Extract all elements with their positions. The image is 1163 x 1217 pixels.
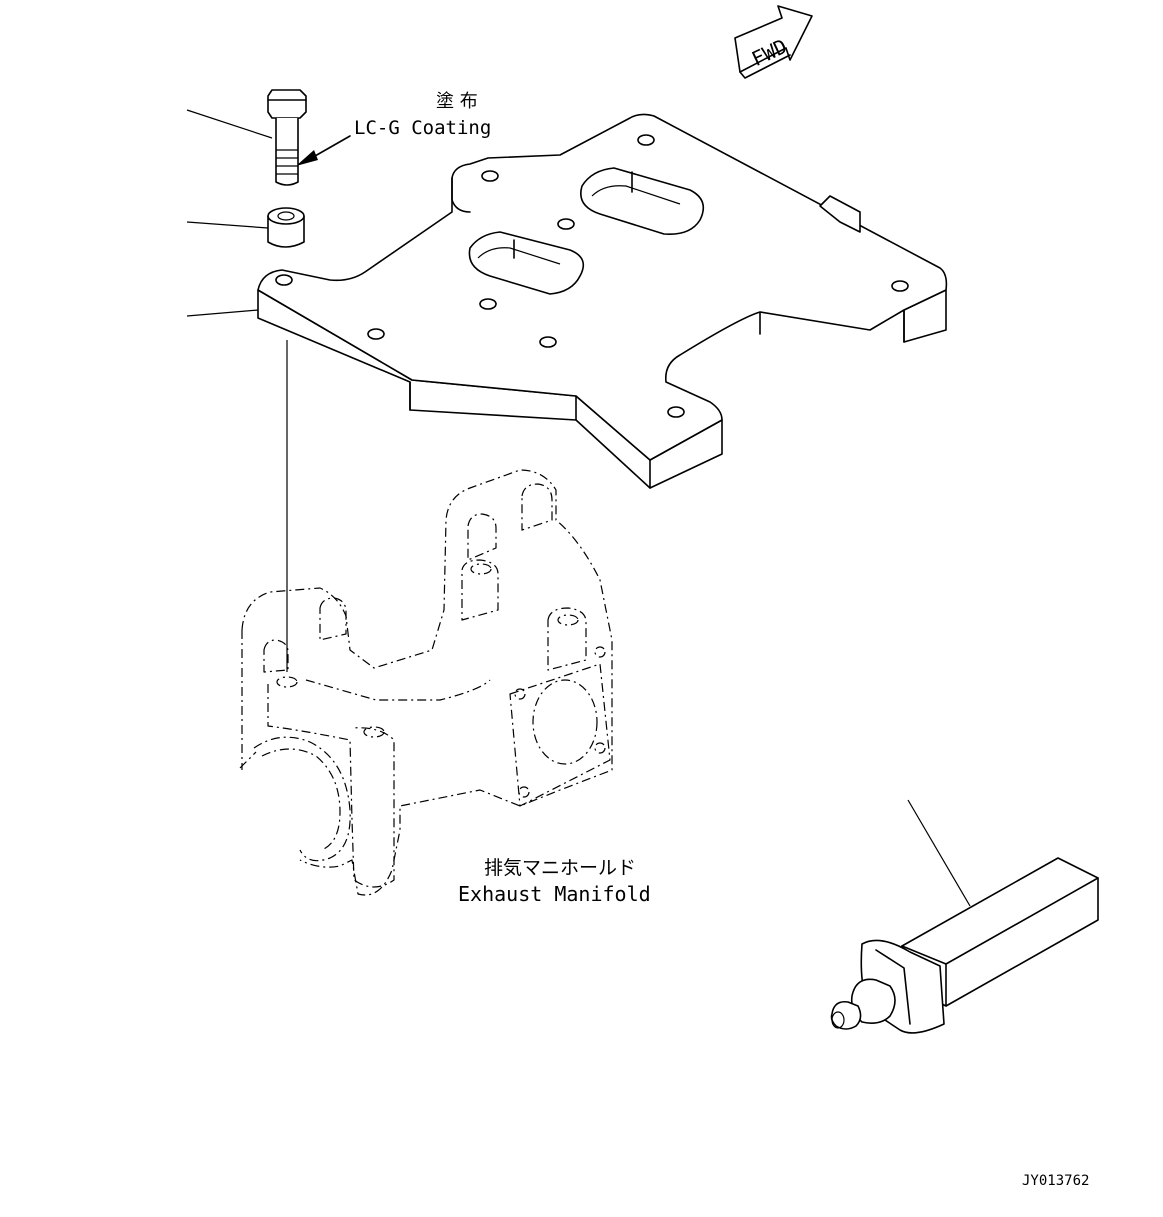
drawing-number: JY013762 (1022, 1173, 1089, 1189)
manifold-en-label: Exhaust Manifold (458, 882, 651, 906)
bracket-plate-part (257, 113, 948, 489)
bolt-part (267, 89, 307, 186)
coating-en-label: LC-G Coating (354, 117, 491, 139)
coating-leader-arrow (296, 135, 351, 166)
fwd-arrow-icon: FWD (734, 5, 813, 79)
manifold-jp-label: 排気マニホールド (484, 857, 636, 879)
plate-leader-line (186, 309, 259, 317)
exhaust-manifold-part (239, 469, 613, 896)
spacer-part (267, 207, 305, 248)
socket-tool-part (830, 857, 1099, 1034)
spacer-leader-line (186, 221, 269, 229)
coating-jp-label: 塗 布 (436, 90, 478, 112)
tool-leader-line (907, 799, 971, 907)
bolt-leader-line (186, 109, 273, 139)
